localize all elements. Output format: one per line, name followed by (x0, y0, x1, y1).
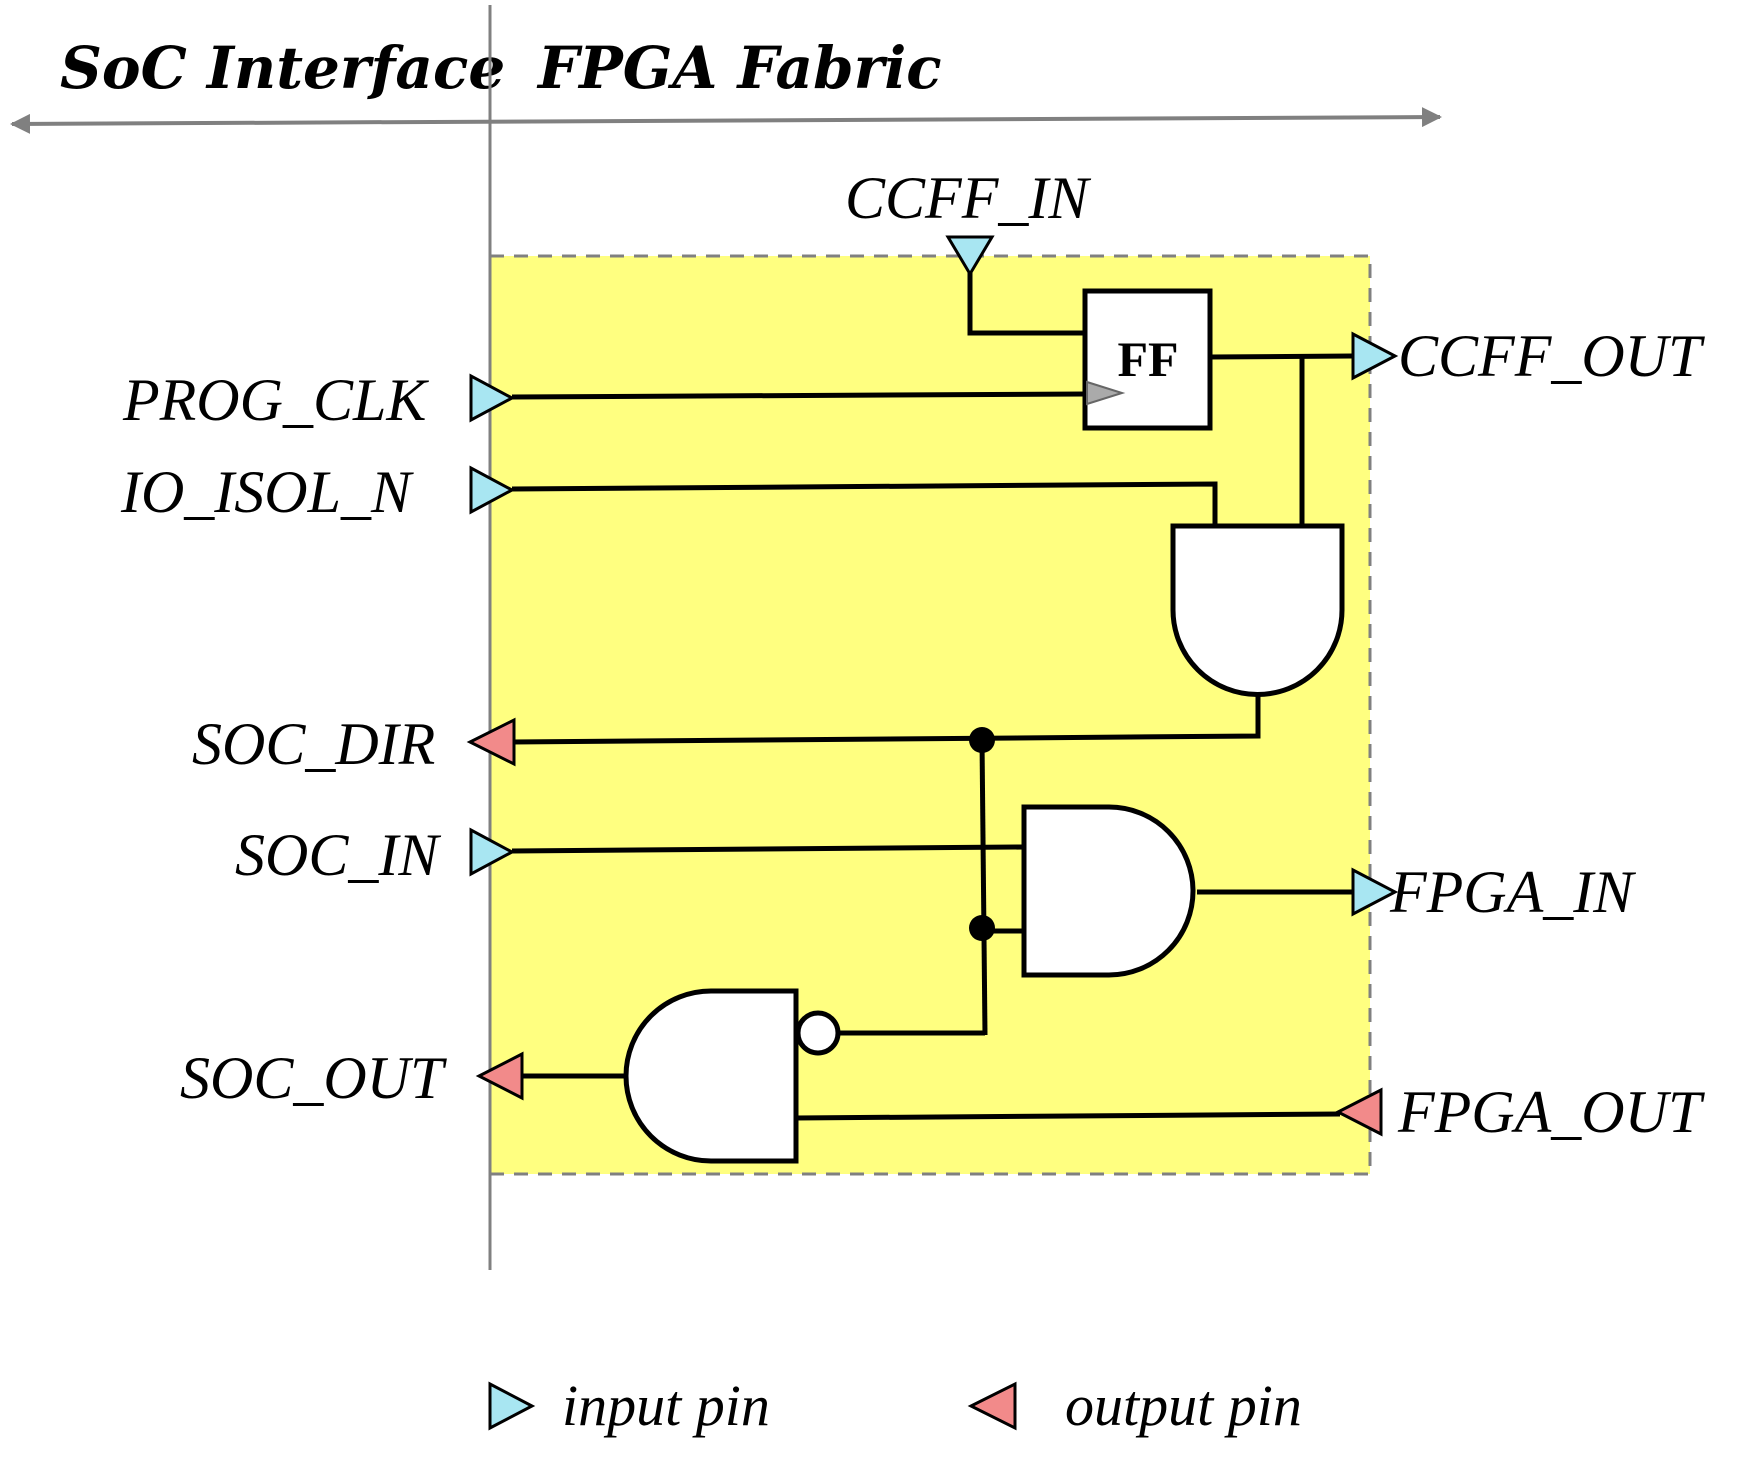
and-gate-isolation (1170, 523, 1345, 697)
fpga-in-pin (1351, 867, 1399, 917)
soc-out-label: SOC_OUT (180, 1045, 447, 1111)
prog-clk-label: PROG_CLK (122, 367, 429, 433)
fpga-out-wire (795, 1111, 1341, 1121)
and-gate-soc-out (623, 988, 799, 1164)
junction-dot (969, 727, 995, 753)
ccff-out-pin (1351, 331, 1399, 381)
legend-input-pin-icon (488, 1381, 536, 1431)
flip-flop: FF (1082, 288, 1213, 431)
fpga-out-label: FPGA_OUT (1397, 1079, 1705, 1145)
fpga-in-label: FPGA_IN (1389, 859, 1636, 925)
fpga-fabric-header: FPGA Fabric (536, 34, 942, 102)
pins (466, 235, 1399, 1137)
soc-dir-pin (466, 717, 516, 767)
legend: input pin output pin (488, 1373, 1302, 1438)
clock-input-icon (1086, 380, 1126, 406)
soc-dir-label: SOC_DIR (192, 711, 435, 777)
fpga-out-pin (1334, 1087, 1383, 1137)
ccff-in-label: CCFF_IN (845, 165, 1091, 231)
inverter-bubble (795, 1010, 841, 1056)
legend-output-pin-icon (967, 1381, 1017, 1431)
io-isol-wire (511, 481, 1218, 524)
soc-in-pin (469, 827, 516, 877)
fpga-io-region (488, 254, 1372, 1176)
domain-arrow (10, 107, 1442, 134)
ccff-in-pin (945, 235, 995, 277)
soc-in-label: SOC_IN (235, 822, 441, 888)
and-gate-fpga-in (1021, 804, 1196, 978)
legend-output-label: output pin (1065, 1373, 1302, 1438)
ccff-out-label: CCFF_OUT (1398, 323, 1705, 389)
soc-dir-branch (979, 739, 988, 1036)
junction-dot (969, 915, 995, 941)
prog-clk-wire (511, 391, 1086, 400)
soc-interface-header: SoC Interface (60, 34, 505, 102)
io-isol-n-pin (469, 465, 516, 515)
soc-out-pin (475, 1051, 524, 1101)
io-isol-n-label: IO_ISOL_N (120, 459, 414, 525)
ccff-in-wire (967, 263, 1085, 336)
legend-input-label: input pin (562, 1373, 770, 1438)
ff-q-wire (1209, 353, 1353, 360)
soc-in-wire (511, 844, 1025, 854)
ff-label: FF (1117, 331, 1178, 387)
prog-clk-pin (469, 373, 516, 423)
